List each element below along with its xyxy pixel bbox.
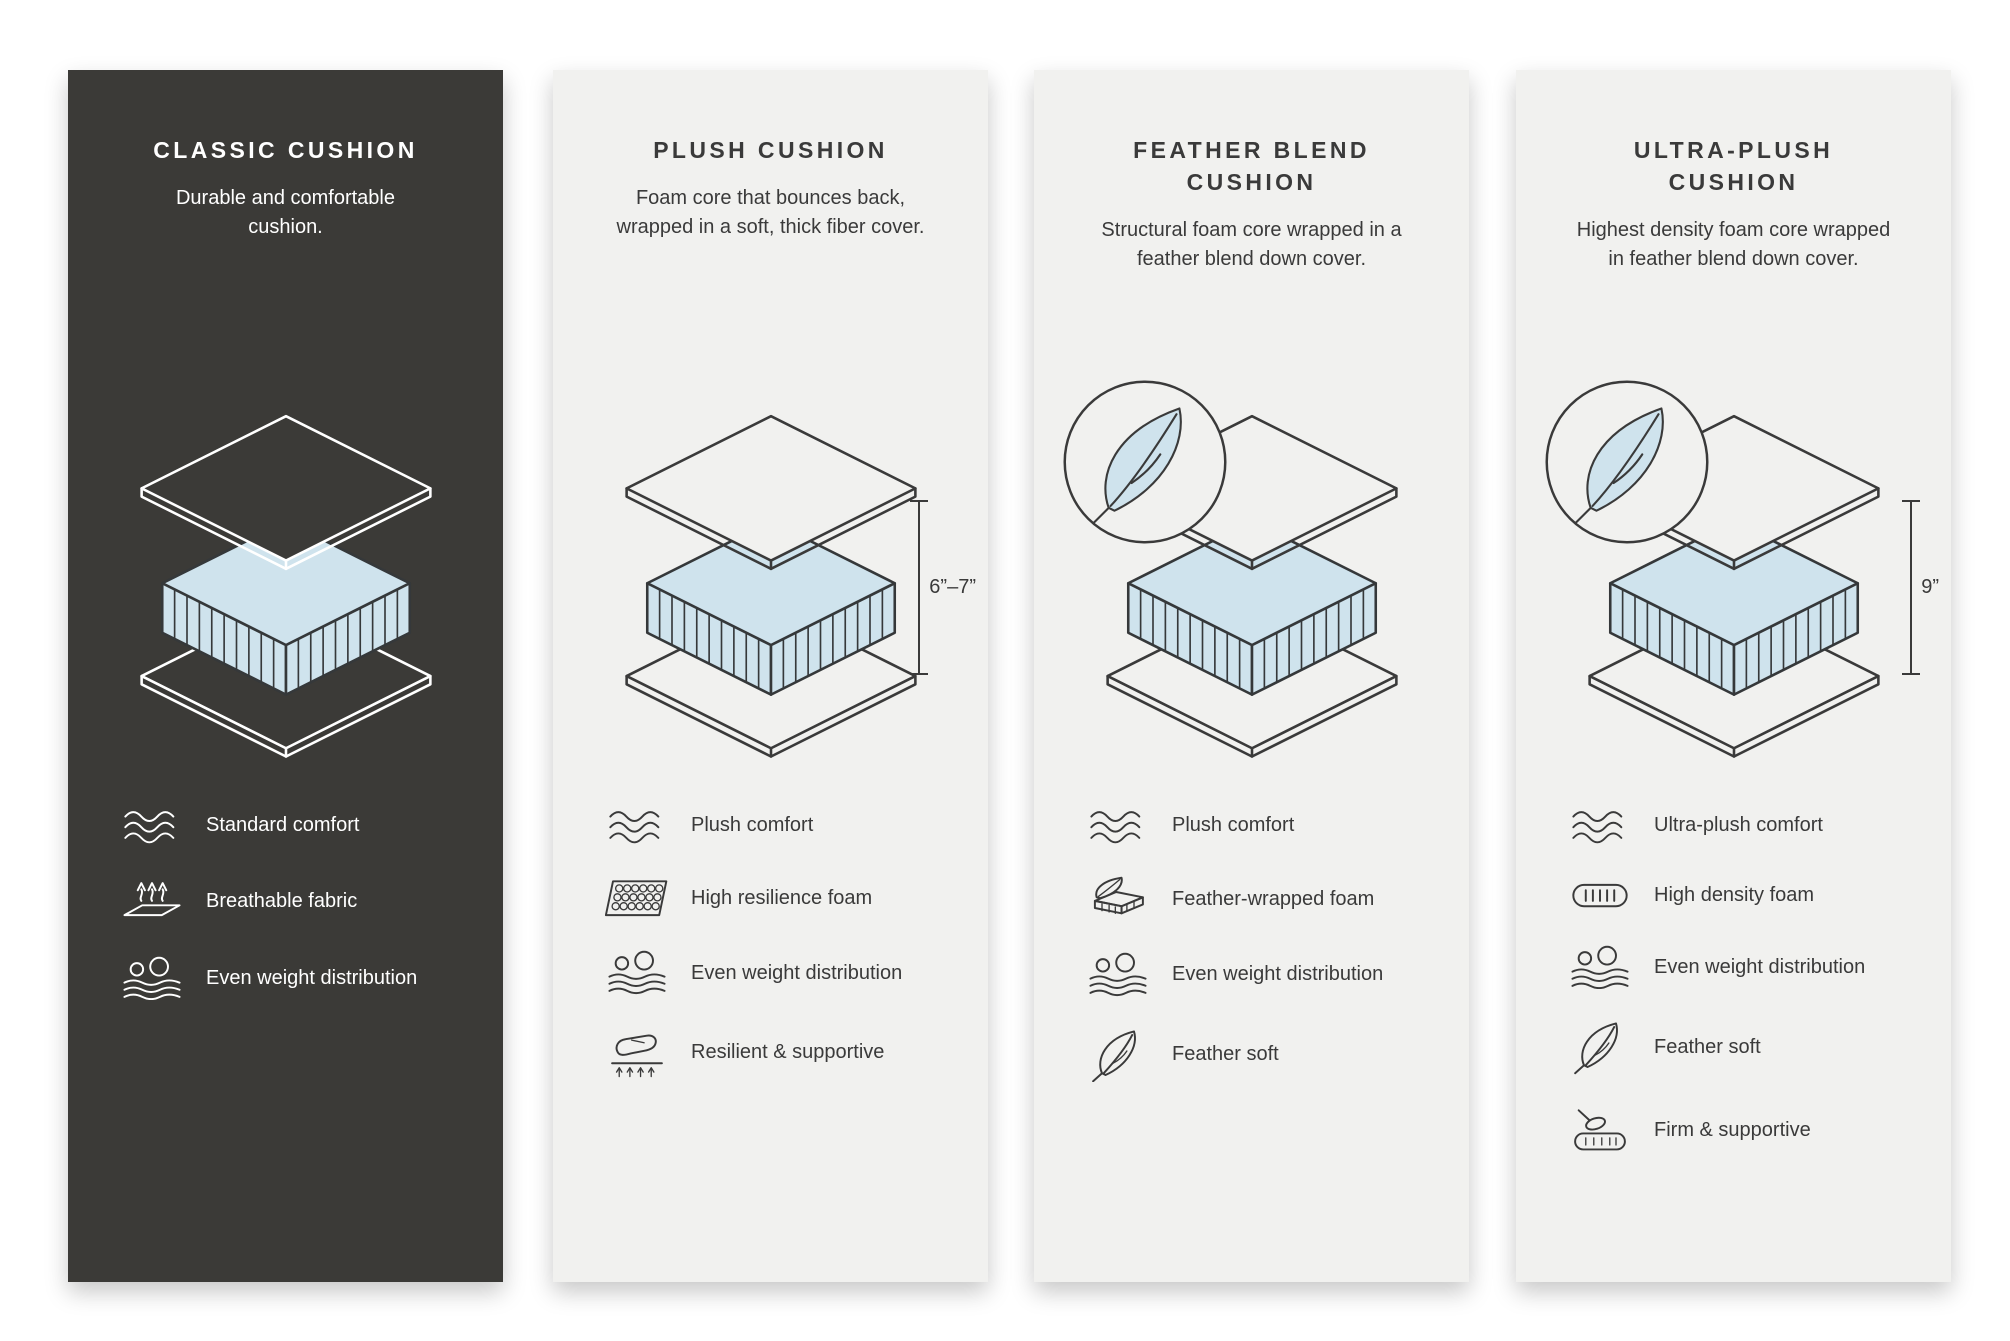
even-weight-icon — [608, 951, 666, 995]
cushion-layers-illustration — [624, 414, 917, 758]
feature-row: Feather-wrapped foam — [1086, 876, 1451, 922]
feather-wrapped-foam-icon — [1093, 876, 1144, 915]
measurement-label: 6”–7” — [929, 576, 976, 598]
resilience-foam-icon — [605, 880, 668, 916]
card-description: Structural foam core wrapped in a feathe… — [1101, 219, 1402, 271]
breathable-fabric-icon — [123, 882, 181, 916]
height-measurement: 9” — [1902, 500, 1939, 675]
feature-label: Firm & supportive — [1654, 1119, 1811, 1142]
feather-badge — [1544, 380, 1709, 544]
feature-row: Plush comfort — [605, 805, 970, 846]
feature-label: Resilient & supportive — [691, 1041, 885, 1064]
comfort-waves-icon — [609, 811, 660, 844]
feature-row: High density foam — [1568, 876, 1933, 915]
card-title: CLASSIC CUSHION — [153, 137, 418, 163]
top-cover-layer — [624, 414, 917, 571]
high-density-foam-icon — [1572, 883, 1628, 908]
feature-label: Standard comfort — [206, 814, 360, 837]
height-measurement: 6”–7” — [910, 500, 976, 675]
feature-label: Even weight distribution — [1172, 963, 1384, 986]
cushion-layers-diagram — [1062, 380, 1417, 765]
top-cover-layer — [139, 414, 432, 571]
card-plush-cushion: PLUSH CUSHION Foam core that bounces bac… — [553, 70, 988, 1282]
even-weight-icon — [123, 956, 181, 1000]
foam-core-layer — [645, 520, 896, 696]
card-title: FEATHER BLEND CUSHION — [1133, 137, 1370, 196]
feature-label: Feather-wrapped foam — [1172, 887, 1375, 910]
feature-list: Ultra-plush comfort High density foam — [1568, 805, 1933, 1156]
feature-row: Plush comfort — [1086, 805, 1451, 846]
feature-label: Even weight distribution — [691, 961, 903, 984]
feather-soft-icon — [1092, 1029, 1136, 1082]
feature-list: Plush comfort High resilience foam — [605, 805, 970, 1080]
card-classic-cushion: CLASSIC CUSHION Durable and comfortable … — [68, 70, 503, 1282]
feature-label: Plush comfort — [691, 814, 814, 837]
resilient-supportive-icon — [611, 1034, 663, 1077]
feature-label: Even weight distribution — [206, 966, 418, 989]
cushion-layers-illustration — [1105, 414, 1398, 758]
comfort-waves-icon — [1090, 811, 1141, 844]
feature-label: Feather soft — [1172, 1043, 1279, 1066]
feature-row: High resilience foam — [605, 876, 970, 920]
cushion-layers-diagram — [606, 410, 936, 765]
foam-core-layer — [1608, 520, 1859, 696]
feature-row: Ultra-plush comfort — [1568, 805, 1933, 846]
feature-row: Even weight distribution — [1568, 945, 1933, 990]
firm-supportive-icon — [1574, 1108, 1626, 1150]
measurement-line — [1902, 500, 1921, 675]
feature-label: Ultra-plush comfort — [1654, 814, 1823, 837]
card-description: Foam core that bounces back, wrapped in … — [616, 187, 925, 239]
foam-core-layer — [160, 520, 411, 696]
feather-badge — [1062, 380, 1227, 544]
card-description: Highest density foam core wrapped in fea… — [1576, 219, 1891, 271]
card-title: PLUSH CUSHION — [653, 137, 888, 163]
feature-label: High density foam — [1654, 884, 1815, 907]
foam-core-layer — [1126, 520, 1377, 696]
card-ultra-plush-cushion: ULTRA-PLUSH CUSHION Highest density foam… — [1516, 70, 1951, 1282]
feature-label: Breathable fabric — [206, 889, 358, 912]
feature-label: Even weight distribution — [1654, 956, 1866, 979]
feature-row: Firm & supportive — [1568, 1105, 1933, 1157]
even-weight-icon — [1089, 952, 1147, 997]
feature-row: Feather soft — [1568, 1019, 1933, 1075]
feature-row: Resilient & supportive — [605, 1025, 970, 1080]
card-description: Durable and comfortable cushion. — [175, 187, 395, 239]
comfort-waves-icon — [1572, 811, 1623, 844]
card-title: ULTRA-PLUSH CUSHION — [1633, 137, 1834, 196]
comfort-waves-icon — [124, 811, 175, 844]
card-feather-blend-cushion: FEATHER BLEND CUSHION Structural foam co… — [1034, 70, 1469, 1282]
feature-label: Plush comfort — [1172, 814, 1295, 837]
feature-label: High resilience foam — [691, 887, 873, 910]
feature-row: Even weight distribution — [1086, 952, 1451, 997]
cushion-layers-diagram — [121, 410, 451, 765]
measurement-label: 9” — [1921, 576, 1939, 598]
feature-list: Standard comfort Breathable fabric — [120, 805, 485, 1000]
feature-row: Even weight distribution — [605, 950, 970, 995]
cushion-layers-diagram — [1544, 380, 1899, 765]
feature-label: Feather soft — [1654, 1035, 1761, 1058]
feature-row: Breathable fabric — [120, 876, 485, 926]
feather-soft-icon — [1574, 1022, 1618, 1075]
even-weight-icon — [1571, 945, 1629, 990]
cushion-layers-illustration — [139, 414, 432, 758]
feature-row: Standard comfort — [120, 805, 485, 846]
feature-row: Feather soft — [1086, 1027, 1451, 1082]
feature-row: Even weight distribution — [120, 956, 485, 1000]
measurement-line — [910, 500, 929, 675]
feature-list: Plush comfort Feather-wrapped foam — [1086, 805, 1451, 1082]
